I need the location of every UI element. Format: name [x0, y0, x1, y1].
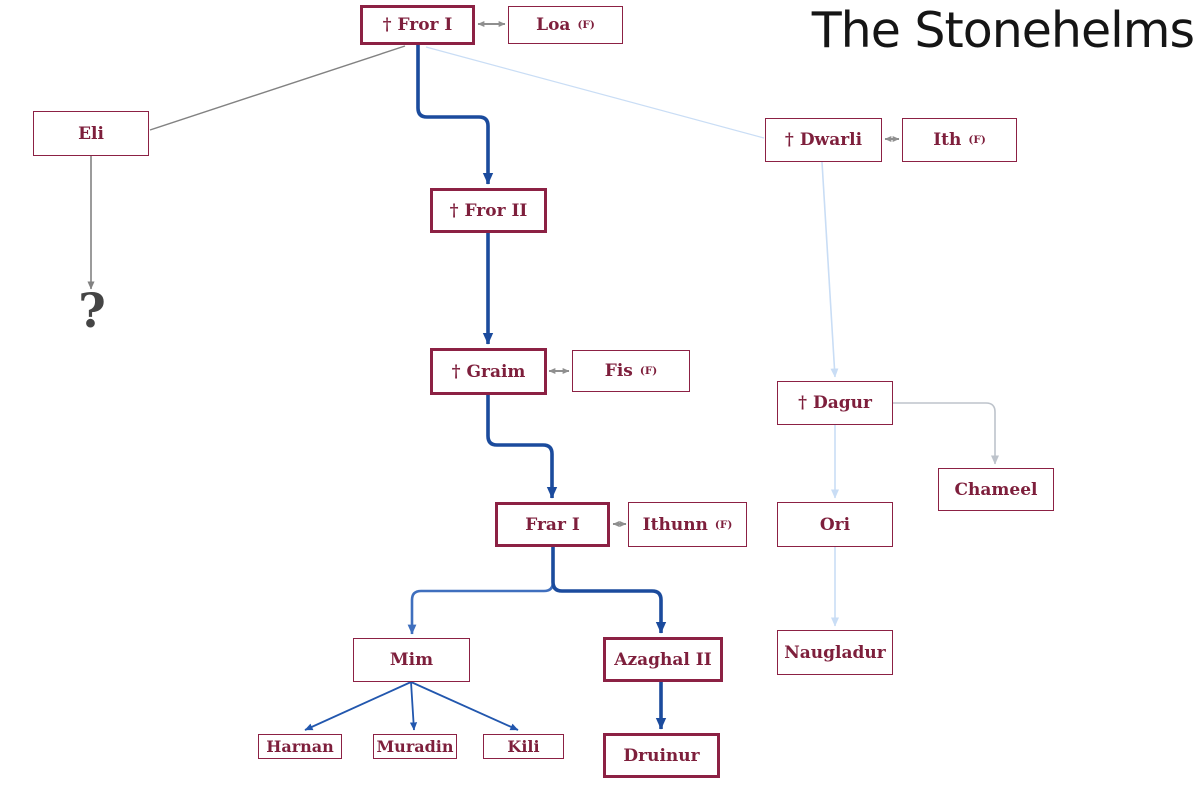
person-box-dwarli[interactable]: †Dwarli — [765, 118, 882, 162]
deceased-dagger-icon: † — [449, 200, 459, 221]
edge-fror1-dwarli — [425, 46, 765, 139]
edge-fror1-fror2 — [416, 45, 494, 185]
person-name: Loa — [536, 15, 571, 35]
person-name: Frar I — [525, 514, 580, 535]
gender-suffix: (F) — [714, 518, 733, 531]
gender-suffix: (F) — [968, 134, 986, 146]
person-name: Ithunn — [642, 514, 708, 535]
edge-frar1-mim — [407, 547, 555, 635]
person-box-naugladur[interactable]: Naugladur — [777, 630, 893, 675]
person-box-fis[interactable]: Fis (F) — [572, 350, 690, 392]
person-box-druinur[interactable]: Druinur — [603, 733, 720, 778]
deceased-dagger-icon: † — [382, 15, 392, 35]
person-box-azaghal2[interactable]: Azaghal II — [603, 637, 723, 682]
gender-suffix: (F) — [639, 365, 658, 377]
person-box-eli[interactable]: Eli — [33, 111, 149, 156]
person-box-ori[interactable]: Ori — [777, 502, 893, 547]
person-name: Ith — [933, 130, 962, 150]
deceased-dagger-icon: † — [798, 393, 807, 413]
person-box-dagur[interactable]: †Dagur — [777, 381, 893, 425]
person-name: Chameel — [954, 479, 1038, 500]
edge-dwarli-dagur — [821, 161, 839, 378]
person-box-graim[interactable]: †Graim — [430, 348, 547, 395]
person-box-fror1[interactable]: †Fror I — [360, 5, 475, 45]
person-box-muradin[interactable]: Muradin — [373, 734, 457, 759]
unknown-descendant-marker: ? — [78, 284, 106, 339]
edge-mim-harnan — [304, 681, 412, 731]
person-box-mim[interactable]: Mim — [353, 638, 470, 682]
person-box-loa[interactable]: Loa (F) — [508, 6, 623, 44]
person-name: Ori — [819, 514, 851, 535]
edge-mim-muradin — [409, 681, 418, 731]
person-name: Azaghal II — [614, 649, 712, 670]
person-name: Muradin — [376, 737, 454, 756]
person-name: Druinur — [623, 745, 700, 766]
person-name: Eli — [78, 123, 104, 144]
edge-frar1-azaghal2 — [551, 547, 667, 634]
person-name: Harnan — [266, 737, 334, 756]
edge-graim-frar1 — [486, 395, 558, 499]
person-box-ith[interactable]: Ith (F) — [902, 118, 1017, 162]
page-title: The Stonehelms — [811, 2, 1195, 59]
person-name: Fis — [604, 361, 633, 381]
person-name: Fror I — [397, 15, 453, 35]
deceased-dagger-icon: † — [784, 130, 794, 150]
person-box-ithunn[interactable]: Ithunn (F) — [628, 502, 747, 547]
edge-dagur-chameel — [893, 402, 999, 465]
person-name: Mim — [389, 650, 434, 670]
person-name: Naugladur — [784, 642, 886, 663]
person-name: Dagur — [812, 393, 872, 413]
person-name: Dwarli — [799, 130, 863, 150]
person-box-chameel[interactable]: Chameel — [938, 468, 1054, 511]
gender-suffix: (F) — [577, 19, 595, 31]
person-name: Kili — [507, 737, 540, 756]
person-box-fror2[interactable]: †Fror II — [430, 188, 547, 233]
person-box-harnan[interactable]: Harnan — [258, 734, 342, 759]
person-box-kili[interactable]: Kili — [483, 734, 564, 759]
person-name: Graim — [466, 361, 526, 382]
person-name: Fror II — [464, 200, 528, 221]
deceased-dagger-icon: † — [451, 361, 461, 382]
person-box-frar1[interactable]: Frar I — [495, 502, 610, 547]
edge-fror1-eli — [149, 45, 406, 131]
edge-mim-kili — [410, 681, 519, 731]
